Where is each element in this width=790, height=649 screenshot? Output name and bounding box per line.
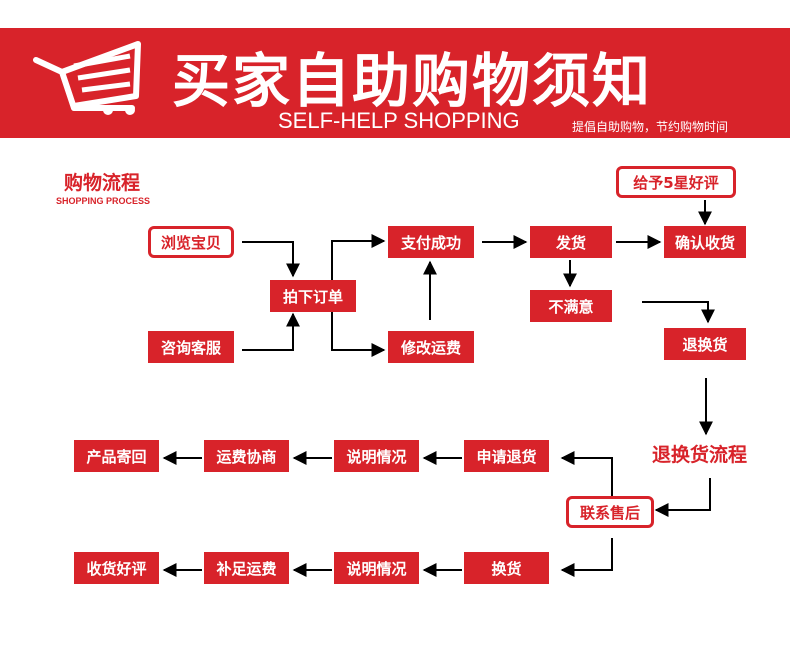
node-return-exchange: 退换货 — [664, 328, 746, 360]
node-receive-rate: 收货好评 — [74, 552, 159, 584]
node-apply-return: 申请退货 — [464, 440, 549, 472]
return-flow-label: 退换货流程 — [652, 444, 748, 466]
page-title: 买家自助购物须知 — [172, 47, 653, 115]
node-explain-2: 说明情况 — [334, 552, 419, 584]
arrow-browse-to-order — [242, 241, 300, 278]
arrow-contact-to-exchange — [560, 538, 613, 577]
node-pay: 支付成功 — [388, 226, 474, 258]
arrow-order-to-modify — [331, 312, 386, 357]
node-consult: 咨询客服 — [148, 331, 234, 363]
node-rate5: 给予5星好评 — [616, 166, 736, 198]
arrow-label-to-contact — [654, 478, 711, 517]
node-ship: 发货 — [530, 226, 612, 258]
node-negotiate-shipping: 运费协商 — [204, 440, 289, 472]
node-unsatisfied: 不满意 — [530, 290, 612, 322]
node-send-back: 产品寄回 — [74, 440, 159, 472]
node-confirm: 确认收货 — [664, 226, 746, 258]
node-modify-shipping: 修改运费 — [388, 331, 474, 363]
node-exchange: 换货 — [464, 552, 549, 584]
node-explain-1: 说明情况 — [334, 440, 419, 472]
page-subtitle: SELF-HELP SHOPPING — [278, 108, 520, 133]
arrow-unsatisfied-to-return — [642, 301, 715, 324]
section-subtitle: SHOPPING PROCESS — [56, 196, 151, 206]
arrow-contact-to-apply — [560, 451, 613, 496]
node-order: 拍下订单 — [270, 280, 356, 312]
arrow-order-to-pay — [331, 234, 386, 282]
node-browse: 浏览宝贝 — [148, 226, 234, 258]
shopping-cart-icon — [33, 41, 141, 115]
arrow-consult-to-order — [242, 312, 300, 351]
node-supplement-shipping: 补足运费 — [204, 552, 289, 584]
section-title: 购物流程 — [64, 172, 141, 194]
page-slogan: 提倡自助购物，节约购物时间 — [572, 120, 729, 134]
node-contact-service: 联系售后 — [566, 496, 654, 528]
header-banner: 买家自助购物须知 SELF-HELP SHOPPING 提倡自助购物，节约购物时… — [0, 28, 790, 138]
